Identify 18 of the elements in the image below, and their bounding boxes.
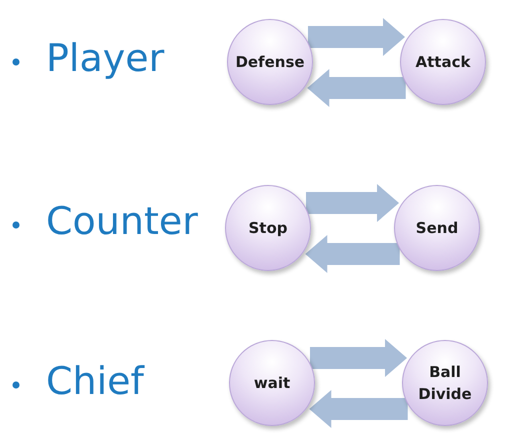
circle-node (400, 19, 486, 105)
node-label: wait (254, 372, 290, 394)
bullet-heading: Player (46, 39, 164, 77)
bullet-heading: Chief (46, 362, 144, 400)
block-arrow (307, 69, 406, 107)
node-label: Attack (416, 52, 470, 73)
node-label: Stop (248, 218, 288, 239)
node-label: Send (416, 218, 458, 239)
circle-node (394, 185, 480, 271)
block-arrow (309, 390, 408, 428)
node-label: Defense (235, 52, 305, 73)
circle-node (402, 340, 488, 426)
block-arrow (306, 184, 400, 222)
block-arrow (310, 339, 408, 377)
bullet-heading: Counter (46, 202, 198, 240)
block-arrow (308, 18, 406, 56)
block-arrow (305, 235, 400, 273)
node-label: Ball Divide (417, 362, 473, 405)
